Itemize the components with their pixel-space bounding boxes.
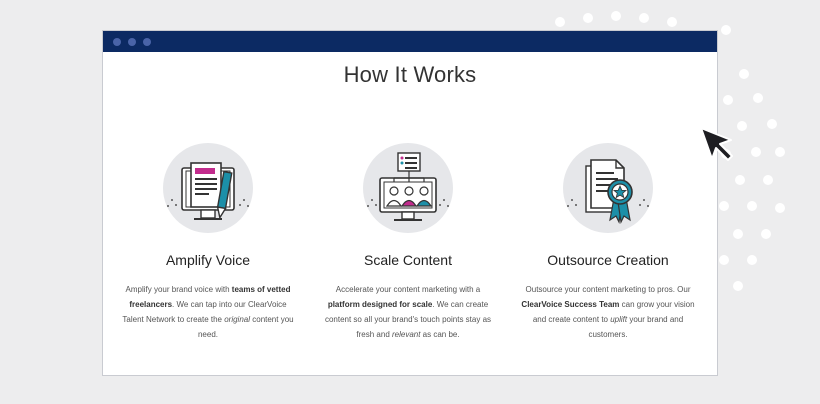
description-text: . We can tap into our ClearVoice Talent …: [122, 300, 287, 324]
feature-title: Amplify Voice: [165, 252, 251, 268]
description-italic: uplift: [610, 315, 628, 324]
description-text: can grow your vision and create content …: [532, 300, 695, 324]
feature-description: Outsource your content marketing to pros…: [520, 282, 696, 342]
description-text: Outsource your content marketing to pros…: [525, 285, 691, 294]
description-italic: relevant: [391, 330, 421, 339]
description-text: your brand and customers.: [588, 315, 684, 339]
how-it-works-section: How It Works: [103, 52, 717, 375]
description-text: as can be.: [420, 330, 460, 339]
browser-window: How It Works: [103, 31, 717, 375]
feature-title: Outsource Creation: [547, 252, 669, 268]
description-text: Accelerate your content marketing with a: [335, 285, 481, 294]
newspaper-pencil-icon: [158, 138, 258, 238]
document-award-icon: [558, 138, 658, 238]
description-emphasis: ClearVoice Success Team: [521, 300, 620, 309]
window-dot-icon: [113, 38, 121, 46]
description-text: . We can create content so all your bran…: [324, 300, 492, 339]
mouse-cursor-icon: [700, 127, 733, 161]
feature-description: Amplify your brand voice with teams of v…: [120, 282, 296, 342]
description-italic: original: [224, 315, 251, 324]
description-text: Amplify your brand voice with: [125, 285, 232, 294]
description-emphasis: teams of vetted freelancers: [129, 285, 291, 309]
page-title: How It Works: [343, 62, 477, 87]
feature-title: Scale Content: [364, 252, 452, 268]
description-text: content you need.: [197, 315, 294, 339]
feature-description: Accelerate your content marketing with a…: [320, 282, 496, 342]
window-titlebar: [103, 31, 717, 52]
description-emphasis: platform designed for scale: [327, 300, 433, 309]
team-network-monitor-icon: [358, 138, 458, 238]
window-dot-icon: [143, 38, 151, 46]
window-dot-icon: [128, 38, 136, 46]
